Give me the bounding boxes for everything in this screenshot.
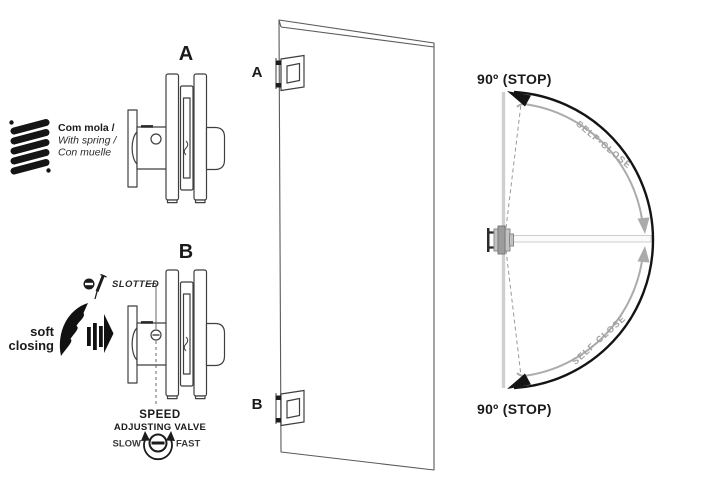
stop-label-top: 90º (STOP): [477, 71, 552, 87]
door-hinge-a: [275, 54, 305, 92]
door-hinge-b: [275, 389, 305, 427]
hinge-b-detail-label: B: [179, 241, 193, 263]
door-hinge-b-label: B: [252, 396, 263, 413]
slotted-label: SLOTTED: [112, 279, 159, 290]
spring-legend-english: With spring /: [58, 135, 117, 147]
door-hinge-a-label: A: [252, 64, 263, 81]
valve-title-line1: SPEED: [139, 409, 181, 421]
slotted-valve-dial-icon: [141, 431, 175, 461]
glass-door-panel: [278, 19, 435, 471]
hinge-a-drawing: [126, 72, 226, 204]
spring-legend-spanish: Con muelle: [58, 147, 111, 159]
stop-label-bottom: 90º (STOP): [477, 401, 552, 417]
self-close-arc-bottom: [516, 246, 650, 378]
self-close-label-bottom: SELF-CLOSE: [570, 313, 628, 367]
valve-slow-label: SLOW: [113, 439, 142, 450]
self-close-arc-top: [516, 102, 650, 234]
screwdriver-icon: [94, 273, 107, 300]
spring-legend-title: Com mola /: [58, 122, 115, 134]
self-close-label-top: SELF-CLOSE: [574, 119, 633, 171]
spring-coil-icon: [9, 119, 51, 175]
soft-closing-label-line1: soft: [30, 324, 55, 339]
valve-fast-label: FAST: [176, 439, 200, 450]
hinge-a-detail-label: A: [179, 43, 193, 65]
swing-stop-arc: [507, 90, 655, 390]
feather-arrow-icon: [59, 303, 114, 356]
pivot-hinge-icon: [487, 225, 514, 255]
valve-title-line2: ADJUSTING VALVE: [114, 422, 206, 433]
slotted-annotation-lines: [147, 283, 157, 404]
slotted-screw-icon: [83, 278, 95, 290]
soft-closing-label-line2: closing: [8, 338, 54, 353]
door-closed-position: [510, 235, 652, 243]
